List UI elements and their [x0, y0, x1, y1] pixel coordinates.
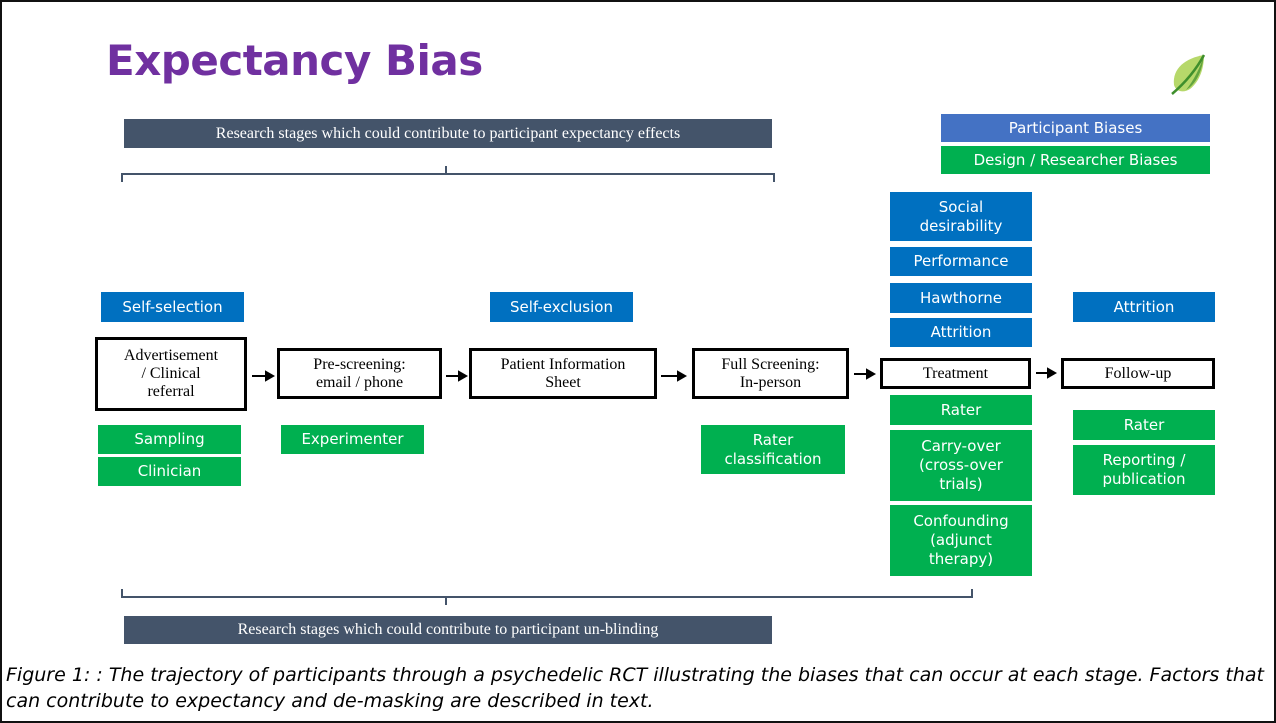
bias-reporting-publication: Reporting / publication — [1073, 445, 1215, 495]
bottom-bracket — [121, 589, 973, 605]
bias-self-selection: Self-selection — [101, 292, 244, 322]
figure-caption: Figure 1: : The trajectory of participan… — [6, 664, 1264, 712]
stage-treatment: Treatment — [880, 358, 1031, 389]
banner-expectancy: Research stages which could contribute t… — [124, 119, 772, 148]
bias-performance: Performance — [890, 247, 1032, 276]
bias-attrition-treatment: Attrition — [890, 318, 1032, 347]
bias-carry-over: Carry-over (cross-over trials) — [890, 430, 1032, 501]
stage-advertisement: Advertisement / Clinical referral — [95, 337, 247, 411]
slide-title: Expectancy Bias — [106, 36, 483, 85]
legend-design-biases: Design / Researcher Biases — [941, 146, 1210, 174]
stage-full-screening: Full Screening: In-person — [692, 348, 849, 399]
stage-prescreening: Pre-screening: email / phone — [277, 348, 442, 399]
bias-experimenter: Experimenter — [281, 425, 424, 454]
stage-follow-up: Follow-up — [1061, 358, 1215, 389]
banner-unblinding: Research stages which could contribute t… — [124, 616, 772, 644]
bias-clinician: Clinician — [98, 457, 241, 486]
bias-rater-treatment: Rater — [890, 395, 1032, 425]
bias-rater-followup: Rater — [1073, 410, 1215, 440]
legend-participant-biases: Participant Biases — [941, 114, 1210, 142]
bias-social-desirability: Social desirability — [890, 192, 1032, 241]
bias-confounding: Confounding (adjunct therapy) — [890, 505, 1032, 576]
bias-self-exclusion: Self-exclusion — [490, 292, 633, 322]
bias-rater-classification: Rater classification — [701, 425, 845, 474]
bias-attrition-followup: Attrition — [1073, 292, 1215, 322]
top-bracket — [121, 166, 775, 182]
bias-hawthorne: Hawthorne — [890, 283, 1032, 313]
green-leaf-icon — [1171, 54, 1206, 95]
bias-sampling: Sampling — [98, 425, 241, 454]
stage-patient-information-sheet: Patient Information Sheet — [469, 348, 657, 399]
